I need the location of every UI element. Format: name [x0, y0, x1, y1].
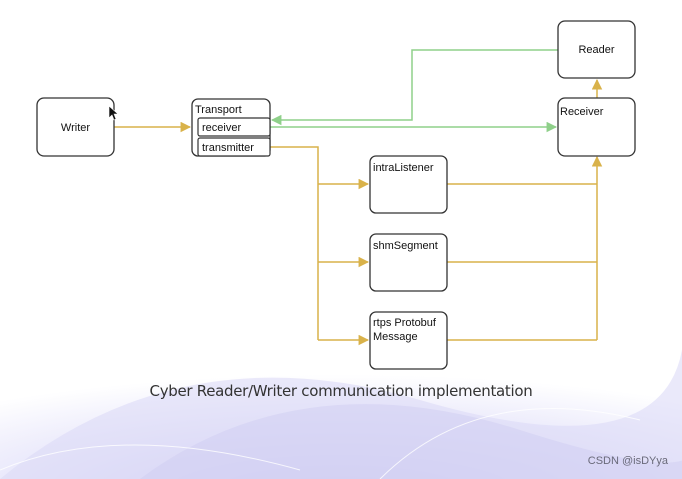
receiver-box [557, 97, 636, 157]
reader-label: Reader [578, 44, 614, 56]
rtps-label-line1: rtps Protobuf [373, 317, 437, 329]
receiver-label: Receiver [560, 106, 604, 118]
transmitter-port-label: transmitter [202, 142, 254, 154]
rtps-box [369, 311, 448, 370]
edge-reader-to-receiver-port [270, 49, 558, 126]
rtps-label-line2: Message [373, 331, 418, 343]
transmitter-port-box [197, 137, 271, 157]
shmsegment-label: shmSegment [373, 240, 438, 252]
watermark: CSDN @isDYya [587, 455, 668, 467]
writer-box [36, 97, 115, 157]
mouse-cursor-icon [108, 105, 119, 121]
edge-transmitter-bus [270, 146, 319, 340]
receiver-port-label: receiver [202, 122, 241, 134]
transport-label: Transport [195, 104, 242, 116]
writer-label: Writer [61, 122, 90, 134]
receiver-port-box [197, 117, 271, 137]
reader-box [557, 20, 636, 79]
intralistener-box [369, 155, 448, 214]
diagram-caption: Cyber Reader/Writer communication implem… [149, 382, 533, 400]
shmsegment-box [369, 233, 448, 292]
intralistener-label: intraListener [373, 162, 434, 174]
